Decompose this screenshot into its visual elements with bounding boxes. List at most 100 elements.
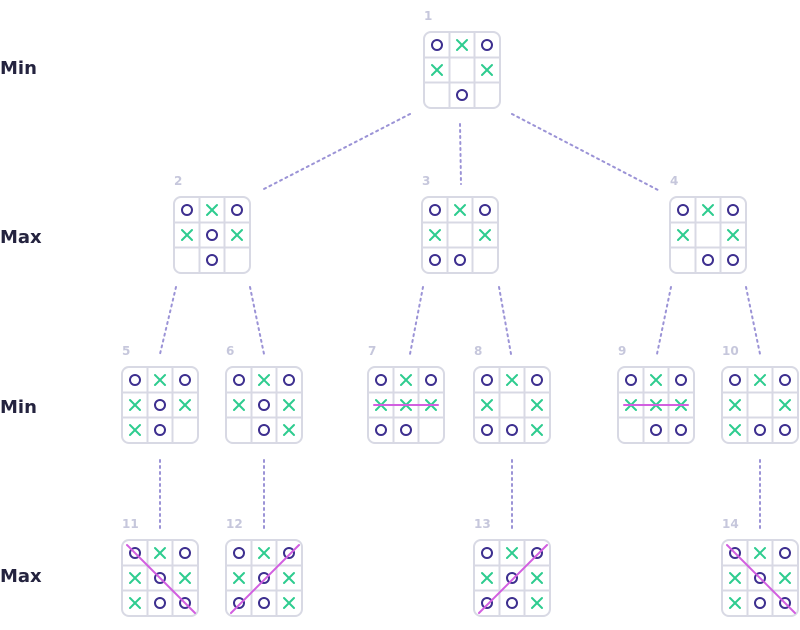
x-mark-icon	[696, 198, 720, 222]
board-grid	[227, 541, 301, 615]
x-mark-icon	[450, 33, 474, 57]
level-label-max: Max	[0, 227, 42, 248]
x-mark-icon	[525, 591, 549, 615]
board-state-5	[121, 366, 199, 444]
x-mark-icon	[671, 223, 695, 247]
x-mark-icon	[225, 223, 249, 247]
board-grid	[123, 368, 197, 442]
o-mark-icon	[252, 393, 276, 417]
o-mark-icon	[671, 198, 695, 222]
o-mark-icon	[394, 418, 418, 442]
board-grid	[671, 198, 745, 272]
x-mark-icon	[448, 198, 472, 222]
o-mark-icon	[773, 541, 797, 565]
board-grid	[723, 368, 797, 442]
board-state-12	[225, 539, 303, 617]
board-state-8	[473, 366, 551, 444]
winning-line	[230, 544, 300, 614]
o-mark-icon	[148, 591, 172, 615]
x-mark-icon	[277, 418, 301, 442]
o-mark-icon	[619, 368, 643, 392]
o-mark-icon	[748, 566, 772, 590]
state-number: 13	[474, 517, 491, 531]
x-mark-icon	[525, 418, 549, 442]
x-mark-icon	[723, 418, 747, 442]
o-mark-icon	[475, 418, 499, 442]
x-mark-icon	[748, 368, 772, 392]
o-mark-icon	[369, 418, 393, 442]
o-mark-icon	[723, 368, 747, 392]
o-mark-icon	[425, 33, 449, 57]
state-number: 6	[226, 344, 235, 358]
board-state-10	[721, 366, 799, 444]
x-mark-icon	[773, 393, 797, 417]
o-mark-icon	[277, 541, 301, 565]
x-mark-icon	[721, 223, 745, 247]
o-mark-icon	[227, 541, 251, 565]
o-mark-icon	[525, 368, 549, 392]
board-grid	[227, 368, 301, 442]
state-number: 2	[174, 174, 183, 188]
x-mark-icon	[277, 566, 301, 590]
o-mark-icon	[475, 541, 499, 565]
o-mark-icon	[252, 566, 276, 590]
board-state-4	[669, 196, 747, 274]
state-number: 11	[122, 517, 139, 531]
x-mark-icon	[123, 591, 147, 615]
o-mark-icon	[200, 248, 224, 272]
o-mark-icon	[644, 418, 668, 442]
state-number: 7	[368, 344, 377, 358]
board-state-7	[367, 366, 445, 444]
o-mark-icon	[473, 198, 497, 222]
x-mark-icon	[475, 58, 499, 82]
x-mark-icon	[277, 591, 301, 615]
o-mark-icon	[369, 368, 393, 392]
o-mark-icon	[252, 418, 276, 442]
o-mark-icon	[227, 591, 251, 615]
o-mark-icon	[123, 541, 147, 565]
board-state-6	[225, 366, 303, 444]
o-mark-icon	[669, 418, 693, 442]
connector-1-4	[511, 113, 659, 191]
board-grid	[423, 198, 497, 272]
x-mark-icon	[173, 393, 197, 417]
o-mark-icon	[500, 591, 524, 615]
o-mark-icon	[669, 368, 693, 392]
o-mark-icon	[475, 33, 499, 57]
level-label-min: Min	[0, 58, 37, 79]
x-mark-icon	[748, 541, 772, 565]
o-mark-icon	[173, 368, 197, 392]
x-mark-icon	[123, 393, 147, 417]
x-mark-icon	[175, 223, 199, 247]
x-mark-icon	[227, 393, 251, 417]
o-mark-icon	[423, 248, 447, 272]
connector-2-6	[249, 286, 265, 355]
o-mark-icon	[773, 591, 797, 615]
x-mark-icon	[123, 418, 147, 442]
x-mark-icon	[525, 393, 549, 417]
o-mark-icon	[252, 591, 276, 615]
o-mark-icon	[448, 248, 472, 272]
board-state-14	[721, 539, 799, 617]
o-mark-icon	[123, 368, 147, 392]
board-grid	[723, 541, 797, 615]
board-grid	[123, 541, 197, 615]
x-mark-icon	[723, 591, 747, 615]
o-mark-icon	[148, 566, 172, 590]
connector-2-5	[159, 286, 177, 355]
winning-line	[726, 544, 796, 614]
x-mark-icon	[500, 368, 524, 392]
o-mark-icon	[148, 418, 172, 442]
board-state-3	[421, 196, 499, 274]
o-mark-icon	[200, 223, 224, 247]
x-mark-icon	[723, 393, 747, 417]
board-state-11	[121, 539, 199, 617]
state-number: 10	[722, 344, 739, 358]
x-mark-icon	[773, 566, 797, 590]
x-mark-icon	[475, 566, 499, 590]
board-state-2	[173, 196, 251, 274]
state-number: 8	[474, 344, 483, 358]
o-mark-icon	[773, 368, 797, 392]
